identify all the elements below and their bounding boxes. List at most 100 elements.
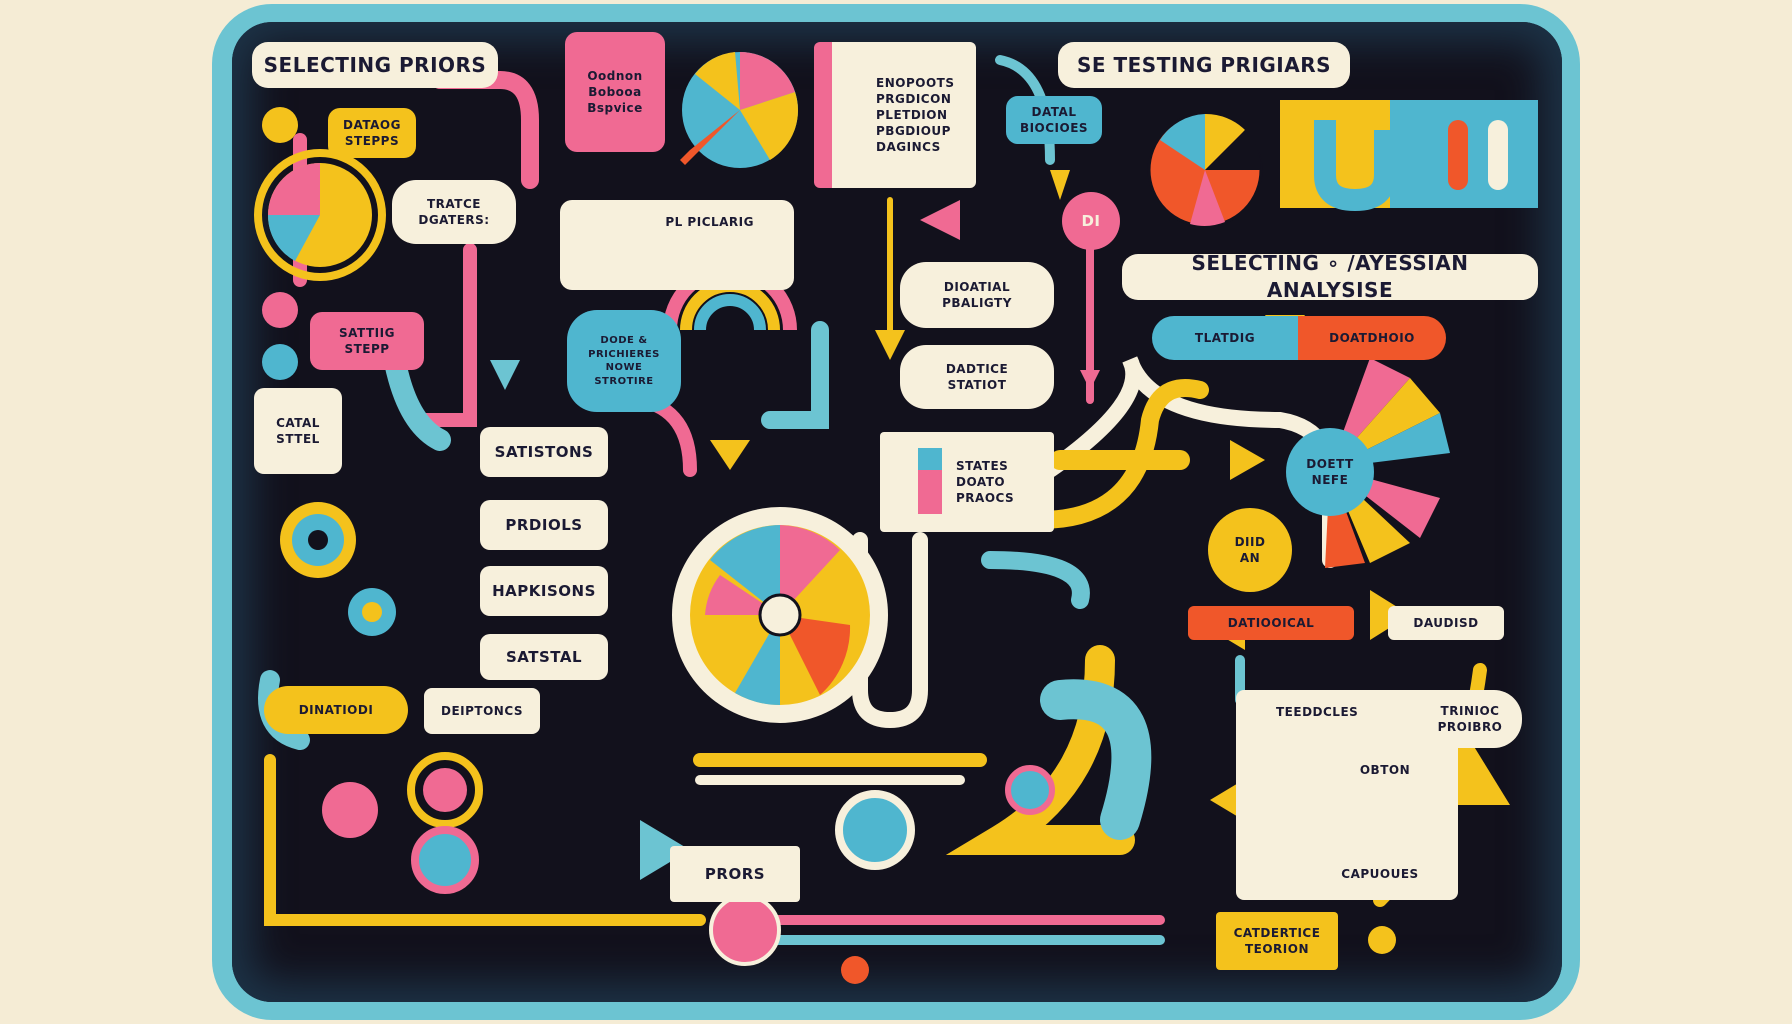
- node-structure-box: DODE & PRICHIERES NOWE STROTIRE: [567, 310, 681, 412]
- label: CATAL: [276, 415, 320, 430]
- title-bayesian-analysis: SELECTING ∘ /AYESSIAN ANALYSISE: [1122, 251, 1538, 302]
- label: STATIOT: [947, 378, 1007, 392]
- prors-box: PRORS: [670, 846, 800, 902]
- label: Bspvice: [587, 101, 643, 116]
- arrow-up-icon: [1050, 170, 1070, 200]
- eye-icon-pupil: [362, 602, 382, 622]
- dadtice-box: DADTICE STATIOT: [900, 345, 1054, 409]
- plus-icon: [262, 292, 298, 328]
- list-item: PRGDICON: [876, 91, 952, 106]
- stack-item-hapkisons: HAPKISONS: [480, 566, 608, 616]
- title-selecting-priors: SELECTING PRIORS: [252, 42, 498, 88]
- yellow-pipe: [1001, 379, 1209, 529]
- plus-icon: [262, 107, 298, 143]
- cream-pipe: [852, 532, 928, 729]
- label: NEFE: [1311, 473, 1349, 487]
- dinatiodi-pill: DINATIODI: [264, 686, 408, 734]
- doatdhoio-bar: DOATDHOIO: [1298, 316, 1446, 360]
- di-circle: DI: [1062, 192, 1120, 250]
- circle-node: [423, 768, 467, 812]
- list-item: ENOPOOTS: [876, 75, 955, 90]
- bar-shape: [1448, 120, 1468, 190]
- digital-reality-box: DIOATIAL PBALIGTY: [900, 262, 1054, 328]
- list-item: PLETDION: [876, 107, 948, 122]
- label: STEPPS: [344, 134, 400, 148]
- pie-top: [680, 52, 798, 168]
- arrow-right-icon: [1230, 440, 1265, 480]
- teal-pipe: [981, 551, 1090, 609]
- label: Oodnon: [587, 68, 643, 83]
- dot-icon: [841, 956, 869, 984]
- datioocal-bar: DATIOOICAL: [1188, 606, 1354, 640]
- circle-node: [411, 826, 479, 894]
- teal-pipe: [1040, 679, 1152, 840]
- label: TRINIOC: [1440, 703, 1500, 718]
- catal-box: CATAL STTEL: [254, 388, 342, 474]
- label: TEORION: [1244, 942, 1310, 956]
- teal-pipe: [761, 321, 829, 429]
- label: DIOATIAL: [943, 279, 1011, 294]
- list-item: PRAOCS: [956, 491, 1015, 506]
- label: DGATERS:: [418, 213, 490, 227]
- circle-node: [1005, 765, 1055, 815]
- label: STEPP: [344, 342, 390, 356]
- label: PRICHIERES: [588, 348, 660, 360]
- legend-swatch: [918, 448, 942, 514]
- label: STTEL: [276, 432, 320, 446]
- list-item: STATES: [956, 458, 1009, 473]
- label: SATTIIG: [339, 325, 395, 340]
- u-pipe: [1314, 120, 1396, 212]
- trinioc-box: TRINIOC PROIBRO: [1418, 690, 1522, 748]
- arrow-down-icon: [1080, 370, 1100, 390]
- yellow-pipe: [264, 754, 706, 926]
- setting-steps-box: SATTIIG STEPP: [310, 312, 424, 370]
- arrow-down-icon: [875, 330, 905, 360]
- label: DODE &: [600, 335, 648, 346]
- ring-icon: [407, 752, 483, 828]
- label: DADTICE: [945, 361, 1009, 376]
- ring-icon: [322, 782, 378, 838]
- ring-icon: [835, 790, 915, 870]
- stack-item-prdiols: PRDIOLS: [480, 500, 608, 550]
- label: CATDERTICE: [1233, 925, 1321, 940]
- doett-circle: DOETT NEFE: [1286, 428, 1374, 516]
- data-steps-box: DATAOG STEPPS: [328, 108, 416, 158]
- label: DATAOG: [343, 117, 401, 132]
- list-item: DOATO: [956, 474, 1006, 489]
- label: Bobooa: [588, 84, 642, 99]
- list-box-top: ENOPOOTS PRGDICON PLETDION PBGDIOUP DAGI…: [814, 42, 976, 188]
- label: TRATCE: [427, 196, 481, 211]
- label: PROIBRO: [1437, 720, 1503, 734]
- label: PBALIGTY: [942, 296, 1012, 310]
- circle-node: [709, 894, 781, 966]
- capuoues-label: CAPUOUES: [1341, 866, 1419, 881]
- title-testing-priors: SE TESTING PRIGIARS: [1058, 42, 1350, 88]
- label: BIOCIOES: [1019, 121, 1089, 135]
- states-box: STATES DOATO PRAOCS: [880, 432, 1054, 532]
- pie-testing: [1147, 112, 1263, 228]
- bar-shape: [1488, 120, 1508, 190]
- arrow-right-icon: [640, 820, 690, 880]
- list-item: DAGINCS: [876, 140, 941, 155]
- trace-box: TRATCE DGATERS:: [392, 180, 516, 244]
- catdertice-box: CATDERTICE TEORION: [1216, 912, 1338, 970]
- deiptoncs-box: DEIPTONCS: [424, 688, 540, 734]
- plot-box: PL PICLARIG: [560, 200, 794, 290]
- obton-label: OBTON: [1359, 762, 1411, 777]
- pie-left: [254, 149, 386, 281]
- pink-pipe: [413, 243, 477, 427]
- label: AN: [1239, 551, 1261, 565]
- list-item: PBGDIOUP: [876, 124, 951, 139]
- center-wheel: [672, 507, 888, 723]
- minus-icon: [262, 344, 298, 380]
- label: DIID: [1234, 534, 1266, 549]
- stack-item-satstal: SATSTAL: [480, 634, 608, 680]
- label: NOWE: [605, 362, 643, 373]
- pink-top-box: Oodnon Bobooa Bspvice: [565, 32, 665, 152]
- tlatdig-bar: TLATDIG: [1152, 316, 1298, 360]
- label: DOETT: [1306, 456, 1354, 471]
- arrow-left-icon: [920, 200, 960, 240]
- data-biocioes-box: DATAL BIOCIOES: [1006, 96, 1102, 144]
- daudisd-bar: DAUDISD: [1388, 606, 1504, 640]
- target-icon-center: [308, 530, 328, 550]
